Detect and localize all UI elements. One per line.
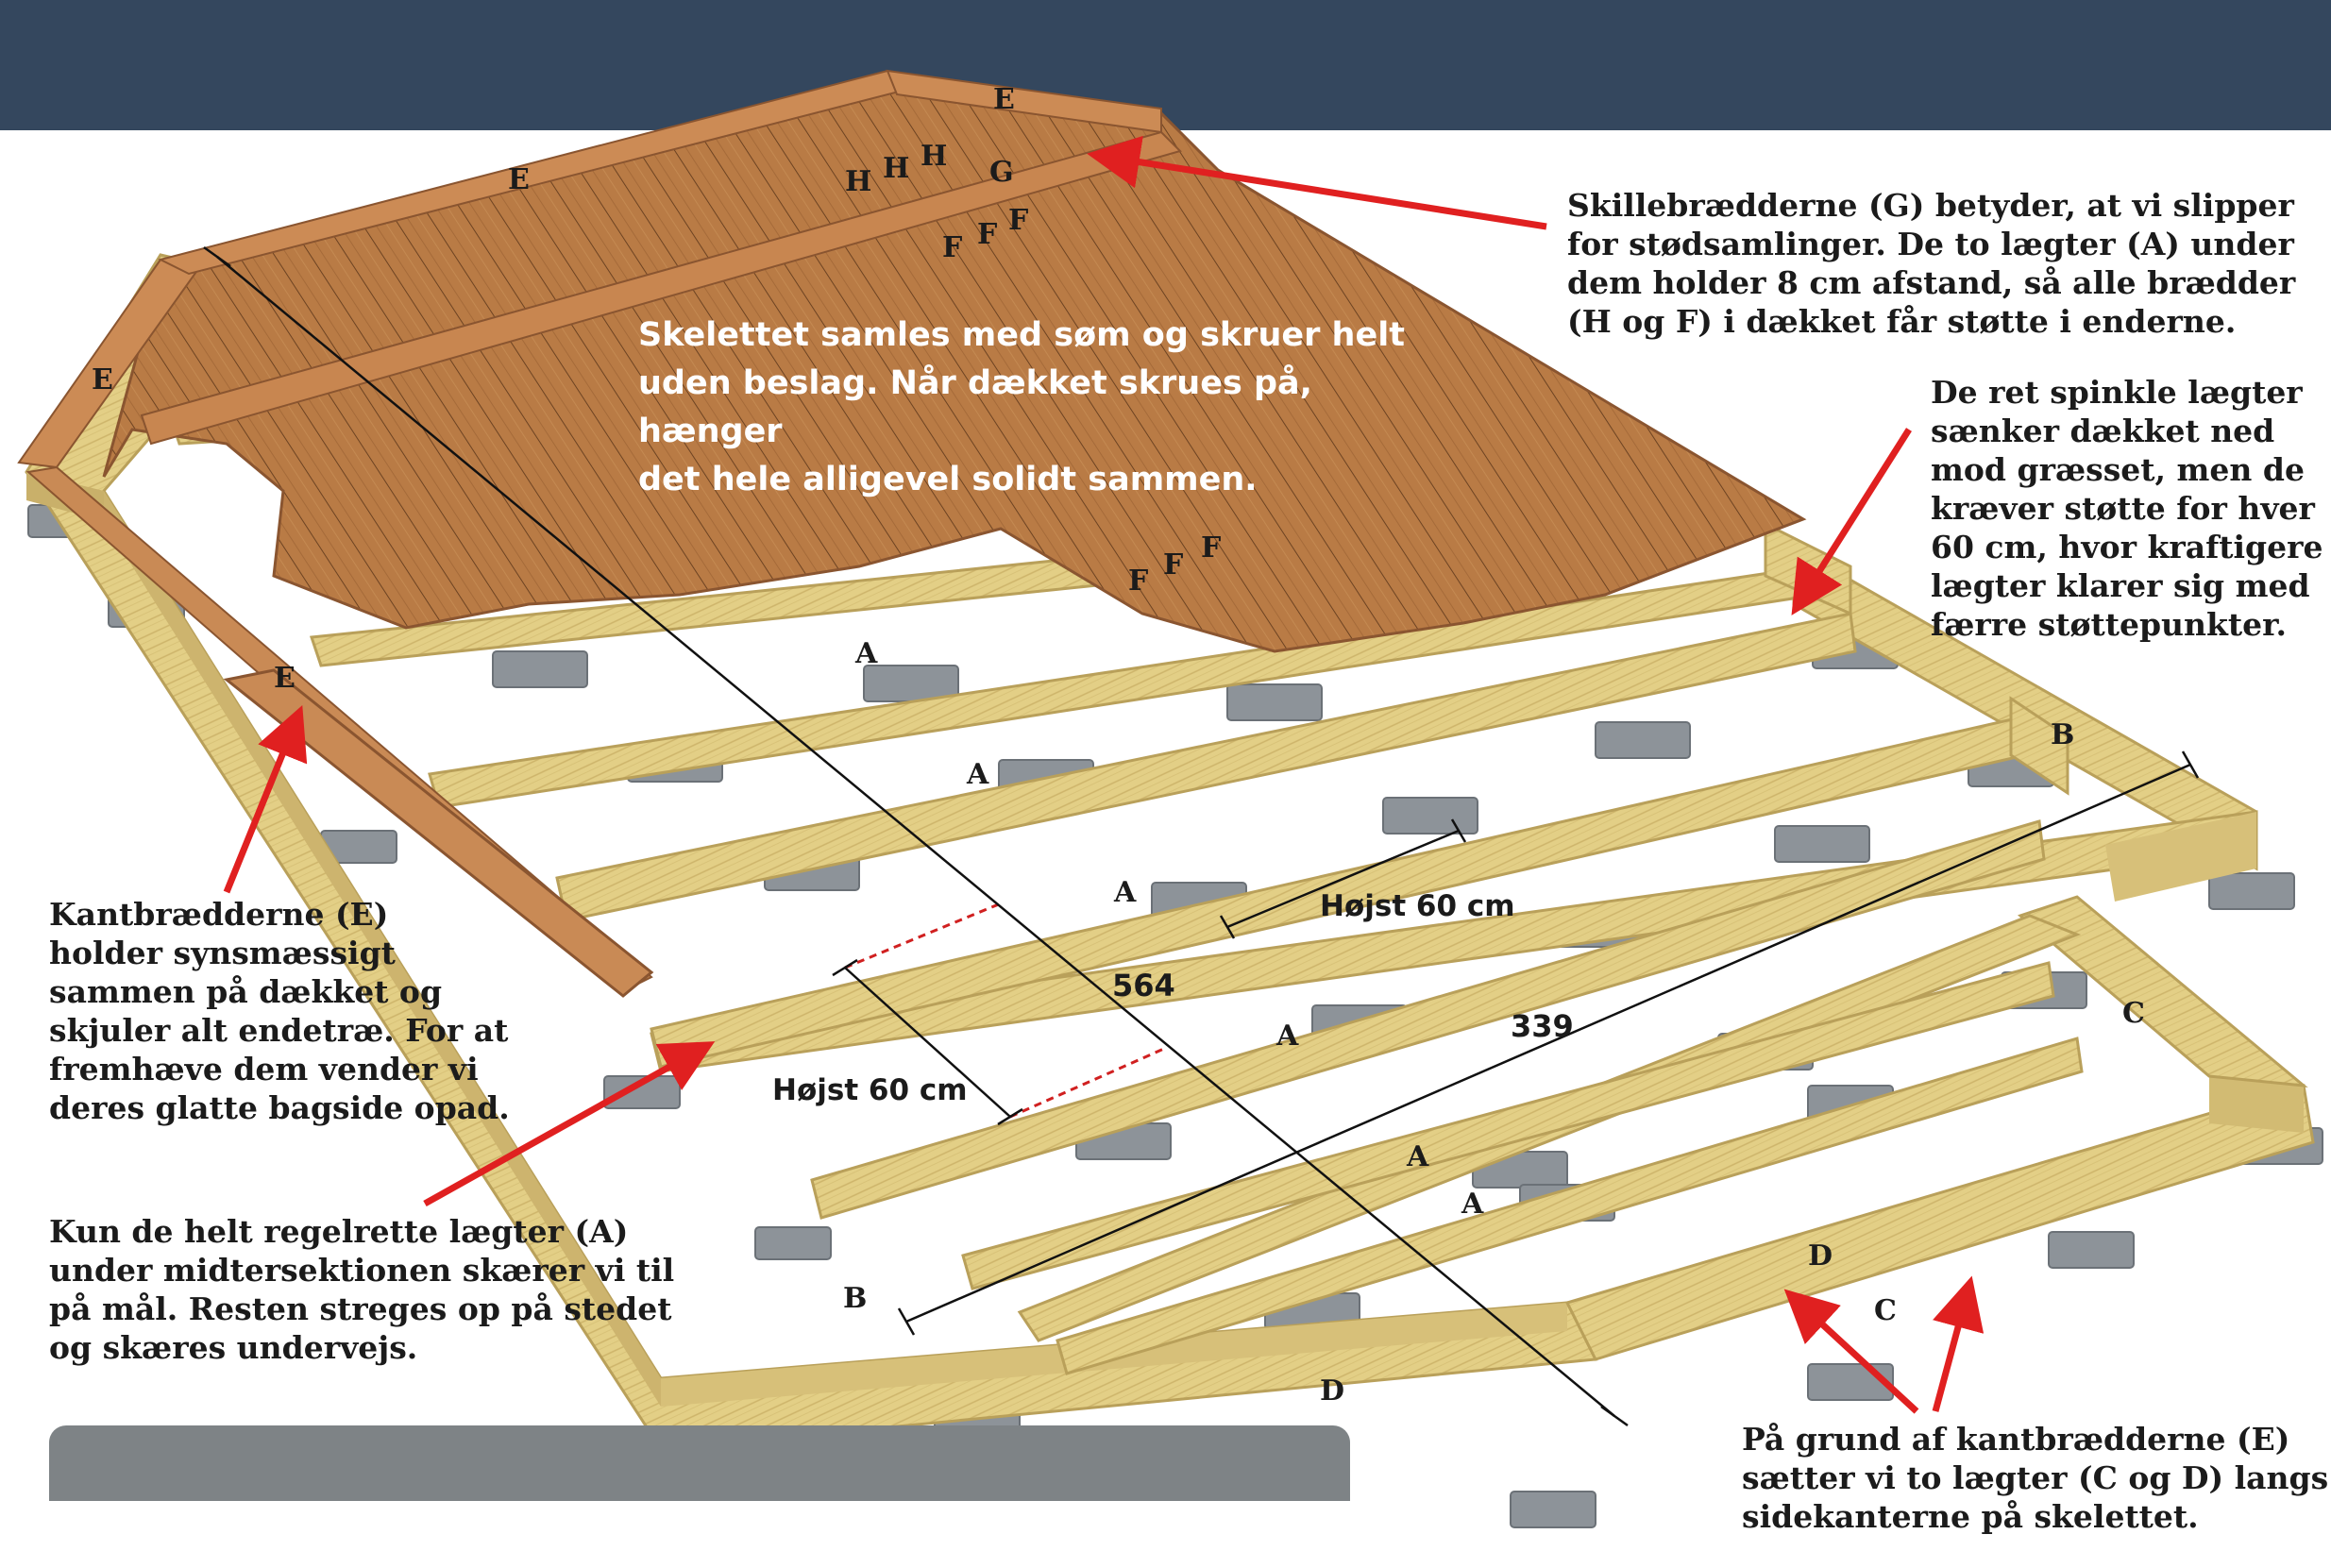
- label-f1: F: [942, 231, 962, 264]
- annotation-line: Kantbrædderne (E): [49, 896, 389, 933]
- annotation-line: Kun de helt regelrette lægter (A): [49, 1213, 629, 1250]
- label-d2: D: [1320, 1374, 1344, 1408]
- label-f2: F: [977, 218, 997, 251]
- annotation-line: deres glatte bagside opad.: [49, 1089, 510, 1126]
- annotation-line: lægter klarer sig med: [1931, 567, 2310, 604]
- label-c1: C: [2122, 997, 2145, 1030]
- label-h3: H: [921, 140, 947, 173]
- deck-caption-line: det hele alligevel solidt sammen.: [638, 461, 1258, 498]
- label-d1: D: [1808, 1239, 1833, 1273]
- annotation-spinkle: De ret spinkle lægter sænker dækket ned …: [1931, 373, 2323, 644]
- label-h1: H: [845, 165, 871, 198]
- annotation-line: under midtersektionen skærer vi til: [49, 1252, 675, 1289]
- label-a6: A: [1461, 1188, 1484, 1221]
- part-labels: E E E E H H H G F F F F F F A A A A A A …: [92, 83, 2145, 1480]
- annotation-line: dem holder 8 cm afstand, så alle brædder: [1567, 264, 2296, 301]
- dimension-spacing-left: Højst 60 cm: [772, 1073, 968, 1107]
- dimension-spacing-right: Højst 60 cm: [1320, 889, 1515, 923]
- annotation-line: skjuler alt endetræ. For at: [49, 1012, 509, 1049]
- label-a1: A: [854, 637, 878, 670]
- annotation-line: på mål. Resten streges op på stedet: [49, 1290, 672, 1327]
- annotation-line: færre støttepunkter.: [1931, 606, 2287, 643]
- label-e1: E: [993, 83, 1015, 116]
- annotation-line: sidekanterne på skelettet.: [1742, 1498, 2199, 1535]
- annotation-line: De ret spinkle lægter: [1931, 374, 2303, 411]
- cut-marks: [844, 902, 1167, 1119]
- label-c2: C: [1874, 1294, 1897, 1327]
- annotation-line: fremhæve dem vender vi: [49, 1051, 479, 1087]
- label-e2: E: [508, 163, 530, 196]
- label-f3: F: [1008, 204, 1028, 237]
- annotation-arrows: [223, 135, 1985, 1414]
- annotation-kantbraedder-cd: På grund af kantbrædderne (E) sætter vi …: [1742, 1420, 2328, 1536]
- annotation-line: kræver støtte for hver: [1931, 490, 2315, 527]
- label-b2: B: [843, 1282, 867, 1315]
- label-h2: H: [883, 152, 909, 185]
- annotation-line: sætter vi to lægter (C og D) langs: [1742, 1459, 2329, 1496]
- annotation-line: holder synsmæssigt: [49, 935, 396, 971]
- label-f5: F: [1163, 548, 1183, 582]
- deck-boards: [17, 69, 1807, 998]
- dimension-width: 339: [1511, 1008, 1574, 1044]
- annotation-line: 60 cm, hvor kraftigere: [1931, 529, 2323, 565]
- deck-caption: Skelettet samles med søm og skruer helt …: [638, 312, 1412, 504]
- annotation-line: På grund af kantbrædderne (E): [1742, 1421, 2290, 1458]
- header-band: [0, 0, 2331, 130]
- annotation-line: sænker dækket ned: [1931, 413, 2275, 449]
- label-g: G: [989, 156, 1014, 189]
- label-f6: F: [1201, 531, 1221, 565]
- annotation-line: og skæres undervejs.: [49, 1329, 418, 1366]
- annotation-line: for stødsamlinger. De to lægter (A) unde…: [1567, 226, 2294, 262]
- label-f4: F: [1128, 565, 1148, 598]
- label-e4: E: [274, 662, 296, 695]
- annotation-line: (H og F) i dækket får støtte i enderne.: [1567, 303, 2237, 340]
- annotation-line: sammen på dækket og: [49, 973, 443, 1010]
- dimension-diagonal: 564: [1112, 968, 1175, 1003]
- annotation-kantbraedder: Kantbrædderne (E) holder synsmæssigt sam…: [49, 895, 510, 1127]
- bottom-info-box-body: [49, 1501, 1350, 1568]
- deck-caption-line: Skelettet samles med søm og skruer helt: [638, 316, 1405, 354]
- dimension-lines: [203, 245, 2200, 1427]
- deck-caption-line: uden beslag. Når dækket skrues på, hænge…: [638, 364, 1312, 450]
- annotation-regelrette: Kun de helt regelrette lægter (A) under …: [49, 1212, 674, 1367]
- annotation-line: mod græsset, men de: [1931, 451, 2305, 488]
- label-a5: A: [1406, 1140, 1429, 1173]
- dimension-labels: 564 339 Højst 60 cm Højst 60 cm: [772, 889, 1574, 1107]
- label-a3: A: [1113, 876, 1137, 909]
- annotation-skillebraedder: Skillebrædderne (G) betyder, at vi slipp…: [1567, 186, 2295, 341]
- label-a2: A: [966, 758, 989, 791]
- label-e3: E: [92, 363, 113, 396]
- label-a4: A: [1275, 1020, 1299, 1053]
- label-b1: B: [2051, 718, 2074, 751]
- annotation-line: Skillebrædderne (G) betyder, at vi slipp…: [1567, 187, 2294, 224]
